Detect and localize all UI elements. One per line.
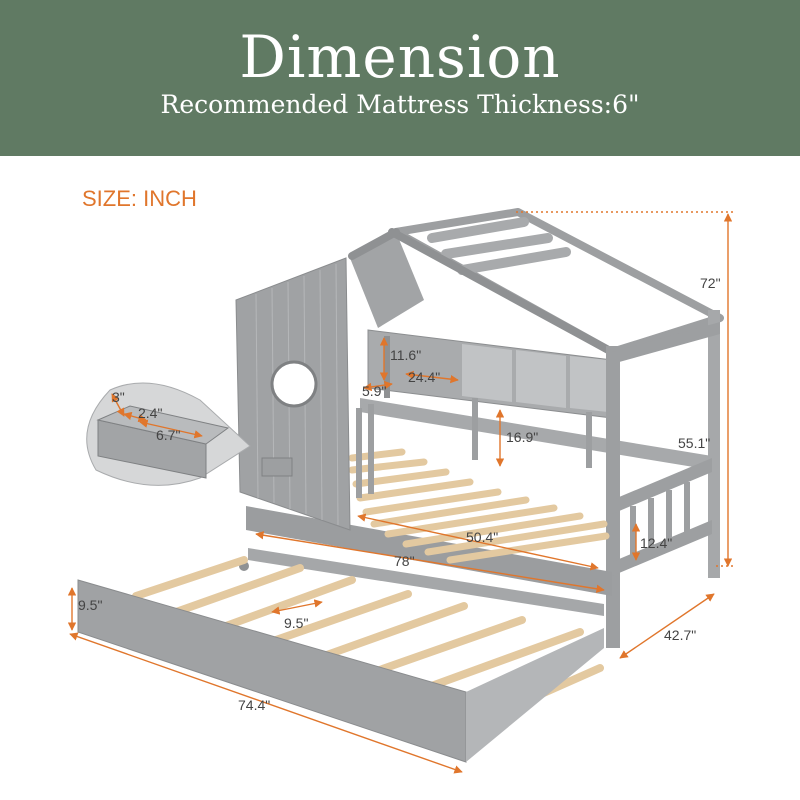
footboard-guard [612, 458, 712, 514]
roof-slats [427, 217, 571, 275]
back-rail [360, 398, 712, 470]
header-banner: Dimension Recommended Mattress Thickness… [0, 0, 800, 156]
dim-box-width: 6.7" [156, 427, 180, 443]
dim-width-total: 42.7" [664, 627, 696, 643]
trundle-end-board [466, 628, 604, 762]
units-label: SIZE: INCH [82, 186, 197, 211]
shelf-compartment [570, 356, 608, 412]
dimension-labels: 72" 55.1" 11.6" 24.4" 5.9" 16.9" 78" 50.… [78, 275, 721, 713]
dim-trundle-slat-gap: 9.5" [284, 615, 308, 631]
dim-shelf-height: 11.6" [390, 347, 421, 363]
dim-height-total: 72" [700, 275, 721, 291]
dimension-lines [67, 211, 734, 774]
page-subtitle: Recommended Mattress Thickness:6" [160, 90, 640, 119]
dim-box-height: 3" [112, 389, 125, 405]
dim-headboard-gap: 16.9" [506, 429, 538, 445]
dim-shelf-width: 24.4" [408, 369, 440, 385]
bed-diagram: 72" 55.1" 11.6" 24.4" 5.9" 16.9" 78" 50.… [67, 208, 734, 774]
dim-rail-height: 12.4" [640, 535, 672, 551]
dim-mattress-length: 50.4" [466, 529, 498, 545]
roof-left [350, 232, 424, 328]
dim-trundle-length: 74.4" [238, 697, 270, 713]
dim-box-depth: 2.4" [138, 405, 162, 421]
shelf-compartment [516, 350, 566, 408]
dim-trundle-height: 9.5" [78, 597, 102, 613]
shelf-compartment [462, 344, 512, 402]
end-rail [612, 322, 720, 364]
storage-box [261, 457, 293, 477]
dim-shelf-depth: 5.9" [362, 383, 386, 399]
back-post [708, 310, 720, 578]
porthole-window [270, 360, 318, 408]
dim-height-headboard: 55.1" [678, 435, 710, 451]
front-post [606, 346, 620, 648]
dim-length-total: 78" [394, 553, 415, 569]
page-title: Dimension [239, 23, 561, 91]
